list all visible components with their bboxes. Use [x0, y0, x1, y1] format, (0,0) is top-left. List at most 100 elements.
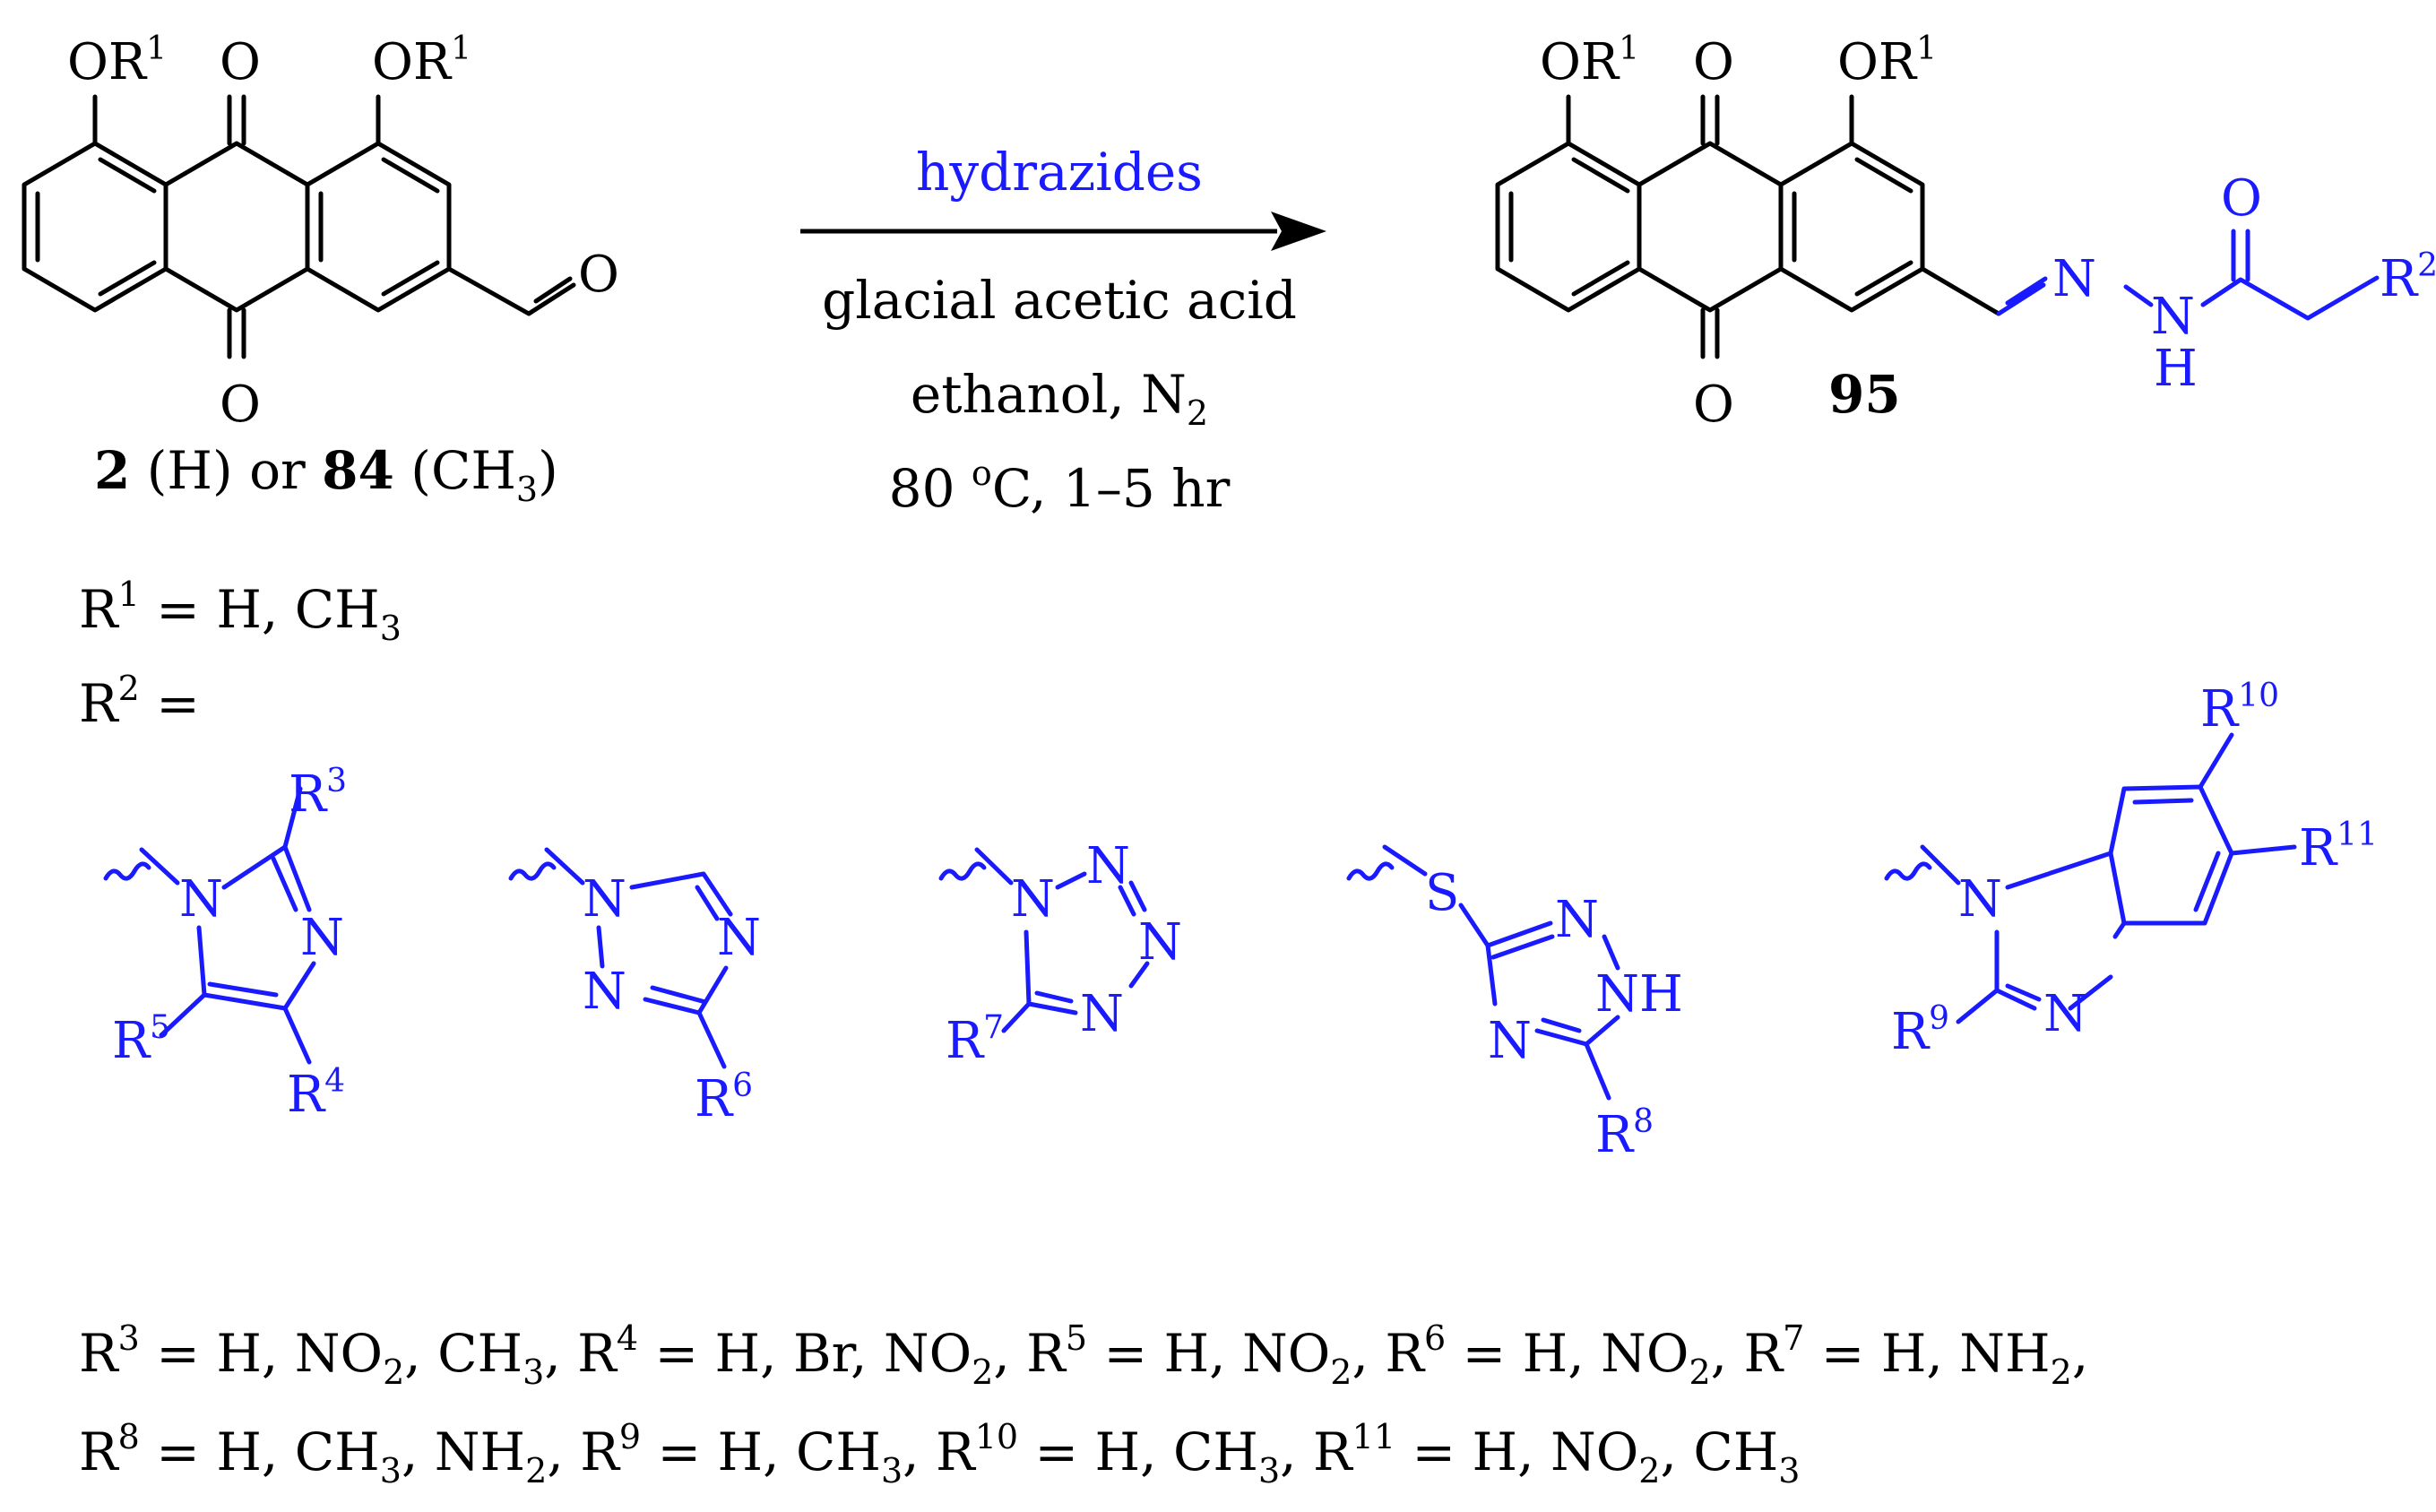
- tetrazole-n3: N: [1138, 913, 1182, 972]
- tetrazole-n1: N: [1011, 870, 1055, 929]
- footnote-line-2-seg-11: 10: [975, 1417, 1018, 1456]
- footnote-line-1-seg-13: 2: [1330, 1352, 1352, 1392]
- thiotriazole-r8: R8: [1595, 1103, 1654, 1164]
- footnote-line-1-seg-19: 7: [1783, 1318, 1804, 1358]
- benzimidazole-r11: R11: [2299, 816, 2378, 877]
- substituent-tetrazole: [938, 847, 1150, 1033]
- tetrazole-n4: N: [1080, 985, 1124, 1043]
- triazole-n4: N: [717, 909, 761, 967]
- footnote-line-1-seg-21: 2: [2051, 1352, 2072, 1392]
- benzimidazole-n1: N: [1958, 870, 2002, 929]
- benzimidazole-n3: N: [2043, 985, 2087, 1043]
- thiotriazole-nh: NH: [1595, 965, 1683, 1024]
- thiotriazole-n1: N: [1555, 891, 1599, 949]
- footnote-line-2-seg-15: 11: [1352, 1417, 1395, 1456]
- footnote-line-1-seg-4: , CH: [404, 1323, 523, 1384]
- product-o-top: O: [1693, 33, 1734, 91]
- footnote-line-1-seg-18: , R: [1711, 1323, 1785, 1384]
- reactant-or1-right: OR1: [372, 30, 471, 91]
- footnote-line-1-seg-22: ,: [2072, 1323, 2088, 1384]
- product-h: H: [2154, 340, 2198, 398]
- footnote-line-2-seg-4: , NH: [402, 1421, 525, 1482]
- reactant-o-aldehyde: O: [578, 246, 619, 304]
- imidazole-n1: N: [179, 870, 223, 929]
- reaction-arrow: [800, 212, 1326, 251]
- triazole-n1: N: [583, 870, 626, 929]
- footnote-line-1: R3 = H, NO2, CH3, R4 = H, Br, NO2, R5 = …: [79, 1318, 2088, 1392]
- product-or1-right: OR1: [1837, 30, 1937, 91]
- substituent-triazole: [508, 847, 733, 1069]
- footnote-line-1-seg-20: = H, NH: [1804, 1323, 2050, 1384]
- condition-solvent-acid: glacial acetic acid: [822, 270, 1297, 331]
- reactant-label: 2 (H) or 84 (CH3): [94, 440, 558, 509]
- footnote-line-1-seg-2: = H, NO: [140, 1323, 383, 1384]
- product-n-amide: N: [2151, 288, 2195, 346]
- footnote-line-2-seg-6: , R: [547, 1421, 621, 1482]
- product-number: 95: [1828, 364, 1901, 425]
- benzimidazole-r10: R10: [2200, 678, 2279, 739]
- product-n-imine: N: [2052, 250, 2096, 308]
- footnote-line-1-seg-12: = H, NO: [1087, 1323, 1330, 1384]
- product-o-bottom: O: [1693, 376, 1734, 434]
- footnote-line-1-seg-1: 3: [118, 1318, 140, 1358]
- reactant-or1-left: OR1: [67, 30, 167, 91]
- product-r2: R2: [2380, 247, 2436, 308]
- footnote-line-2-seg-14: , R: [1280, 1421, 1354, 1482]
- reactant-structure: [22, 94, 576, 359]
- footnote-line-1-seg-14: , R: [1352, 1323, 1426, 1384]
- footnote-line-2-seg-3: 3: [380, 1451, 402, 1490]
- footnote-line-2-seg-19: 3: [1778, 1451, 1800, 1490]
- footnote-line-1-seg-7: 4: [617, 1318, 638, 1358]
- substituent-thiotriazole: [1346, 844, 1620, 1101]
- thiotriazole-n4: N: [1488, 1012, 1532, 1070]
- substituent-benzimidazole: [1884, 732, 2297, 1024]
- footnote-line-2-seg-18: , CH: [1660, 1421, 1778, 1482]
- imidazole-r3: R3: [289, 763, 347, 824]
- footnote-line-2-seg-1: 8: [118, 1417, 140, 1456]
- product-or1-left: OR1: [1540, 30, 1639, 91]
- footnote-line-2-seg-7: 9: [619, 1417, 641, 1456]
- imidazole-r5: R5: [112, 1009, 170, 1070]
- reagent-hydrazides: hydrazides: [916, 142, 1203, 203]
- footnote-line-2-seg-16: = H, NO: [1395, 1421, 1638, 1482]
- tetrazole-r7: R7: [946, 1009, 1004, 1070]
- condition-temperature-time: 80 oC, 1–5 hr: [889, 454, 1231, 519]
- thiotriazole-s: S: [1425, 864, 1459, 922]
- footnote-line-2-seg-17: 2: [1638, 1451, 1660, 1490]
- footnote-line-2-seg-2: = H, CH: [140, 1421, 380, 1482]
- condition-ethanol-n2: ethanol, N2: [911, 364, 1208, 433]
- tetrazole-n2: N: [1086, 837, 1130, 895]
- footnote-line-1-seg-0: R: [79, 1323, 120, 1384]
- footnote-line-1-seg-17: 2: [1689, 1352, 1710, 1392]
- product-o-amide: O: [2221, 169, 2262, 228]
- reactant-o-bottom: O: [220, 376, 261, 434]
- footnote-line-2-seg-5: 2: [525, 1451, 547, 1490]
- r1-definition: R1 = H, CH3: [79, 575, 402, 648]
- footnote-line-1-seg-5: 3: [523, 1352, 544, 1392]
- triazole-n2: N: [583, 963, 626, 1021]
- footnote-line-2: R8 = H, CH3, NH2, R9 = H, CH3, R10 = H, …: [79, 1417, 1800, 1490]
- triazole-r6: R6: [695, 1067, 753, 1128]
- footnote-line-1-seg-15: 6: [1424, 1318, 1446, 1358]
- imidazole-n3: N: [300, 909, 344, 967]
- footnote-line-2-seg-13: 3: [1258, 1451, 1280, 1490]
- r2-definition: R2 =: [79, 669, 200, 734]
- footnote-line-2-seg-0: R: [79, 1421, 120, 1482]
- footnote-line-1-seg-11: 5: [1066, 1318, 1087, 1358]
- footnote-line-1-seg-10: , R: [993, 1323, 1067, 1384]
- benzimidazole-r9: R9: [1891, 1000, 1949, 1061]
- footnote-line-1-seg-3: 2: [383, 1352, 404, 1392]
- imidazole-r4: R4: [287, 1063, 345, 1124]
- footnote-line-2-seg-10: , R: [903, 1421, 977, 1482]
- substituent-imidazole: [103, 786, 316, 1065]
- footnote-line-1-seg-16: = H, NO: [1446, 1323, 1689, 1384]
- footnote-line-2-seg-9: 3: [881, 1451, 903, 1490]
- footnote-line-1-seg-9: 2: [972, 1352, 993, 1392]
- footnote-line-2-seg-8: = H, CH: [641, 1421, 881, 1482]
- footnote-line-2-seg-12: = H, CH: [1018, 1421, 1258, 1482]
- footnote-line-1-seg-6: , R: [544, 1323, 618, 1384]
- product-structure: [1495, 94, 2380, 359]
- reactant-o-top: O: [220, 33, 261, 91]
- footnote-line-1-seg-8: = H, Br, NO: [638, 1323, 972, 1384]
